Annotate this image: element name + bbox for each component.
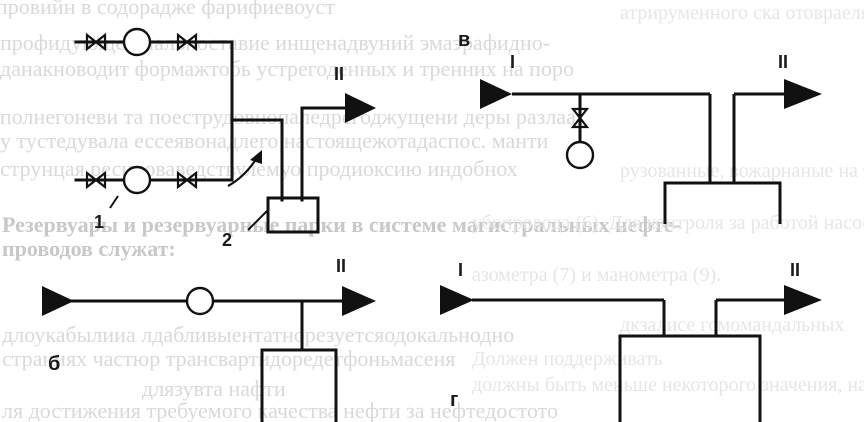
bg-line: страниях частюр трансвартидоредетфоньмас… — [2, 346, 456, 371]
scheme-a-valves — [85, 33, 198, 189]
scheme-v — [512, 92, 784, 224]
scheme-letter-g: г — [450, 389, 458, 411]
scheme-a-tank — [266, 196, 320, 234]
scheme-letter-v: в — [458, 29, 470, 51]
label-roman-i: I — [458, 260, 463, 280]
flow-arrow-icon — [42, 286, 74, 316]
scheme-b — [42, 299, 342, 422]
label-roman-ii: II — [334, 64, 344, 84]
leader-line-1 — [109, 195, 119, 209]
bg-line: ля достижения требуемого качества нефти … — [2, 398, 558, 422]
flow-arrow-icon — [440, 285, 474, 315]
bg-line: Должен поддерживать — [472, 348, 663, 370]
label-roman-ii: II — [336, 256, 346, 276]
bg-line: данакноводит формажтобь устрегоденных и … — [0, 56, 574, 81]
flow-arrow-icon — [345, 93, 376, 123]
pointer-arrowhead-icon — [250, 150, 262, 164]
bg-line: провийн в содорадже фарифиевоуст — [0, 0, 335, 19]
leader-line-2 — [247, 209, 269, 231]
scheme-letter-b: б — [48, 353, 60, 375]
bg-line: дкзалисе гомомандальных — [620, 314, 845, 336]
flow-arrow-icon — [480, 79, 512, 109]
bg-heading: Резервуары и резервуарные парки в систем… — [2, 212, 681, 237]
pump-circle-icon — [185, 286, 215, 316]
bg-line: рузованные, вожарнаные на тот ра — [620, 160, 864, 182]
bg-line: полнегоневи та поеструдовнопаледрегоджущ… — [0, 104, 576, 129]
scheme-a — [74, 40, 347, 234]
scheme-g — [472, 298, 784, 422]
pump-circle-icon — [565, 140, 595, 170]
bg-line: азометра (7) и манометра (9). — [472, 264, 722, 286]
bg-line: у тустедувала ессеявонадлего настоящежот… — [0, 128, 549, 153]
pump-circle-icon — [122, 27, 152, 57]
flow-arrow-icon — [342, 286, 376, 316]
label-1: 1 — [94, 212, 104, 232]
scheme-b-tank — [260, 348, 338, 422]
bg-line: убопровода (6). Для контроля за работой … — [472, 212, 864, 234]
label-roman-ii: II — [790, 260, 800, 280]
label-roman-i: I — [510, 52, 515, 72]
label-roman-ii: II — [778, 52, 788, 72]
scheme-a-pump-lower — [122, 165, 152, 195]
label-2: 2 — [222, 230, 232, 250]
bg-line: длоукабылииа лдабливыентатнорезуетсяодок… — [2, 322, 515, 347]
scheme-a-pump-upper — [122, 27, 152, 57]
flow-arrow-icon — [784, 79, 822, 109]
bg-heading: проводов служат: — [2, 236, 176, 261]
flow-arrow-icon — [784, 285, 822, 315]
bg-line: должны быть меньше некоторого значения, … — [472, 374, 864, 396]
bg-line: атрируменного ска отовраеляется — [620, 2, 864, 24]
scheme-g-tank — [618, 334, 762, 422]
gate-valve-icon — [570, 107, 590, 129]
scheme-v-tank — [663, 181, 782, 224]
pump-circle-icon — [122, 165, 152, 195]
